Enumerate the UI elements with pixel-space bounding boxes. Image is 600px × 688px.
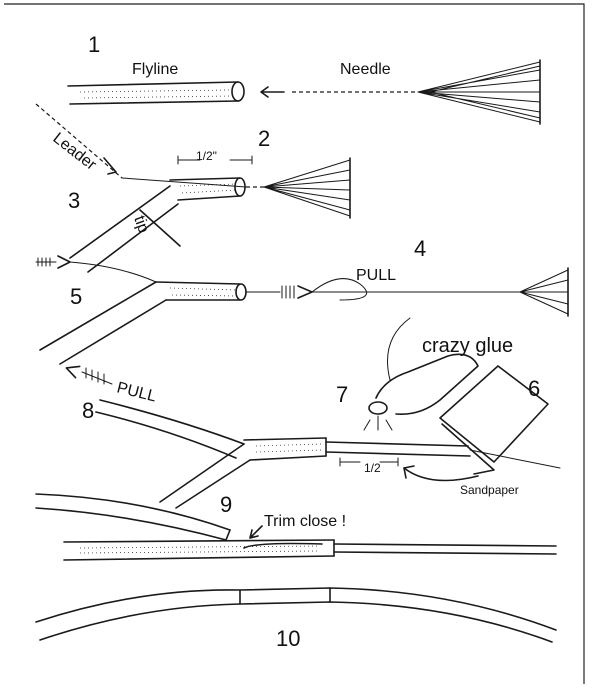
leader-arrow-icon-2	[57, 255, 71, 269]
leader-arrow-icon	[103, 157, 117, 175]
flyline-end-opening	[231, 81, 245, 102]
step-1-number: 1	[88, 32, 100, 57]
step-2-3-group	[35, 103, 351, 273]
needle-handle-fibers-2	[263, 159, 351, 217]
arrow-left-icon	[260, 86, 285, 98]
dimension-marker	[177, 155, 253, 165]
leader-line	[35, 103, 123, 179]
sanding-arrow-icon	[403, 467, 479, 482]
step-3-number: 3	[68, 188, 80, 213]
tip-label: tip	[130, 214, 152, 236]
half-inch-label-top: 1/2"	[196, 149, 217, 163]
flyline-bottom-edge	[69, 100, 239, 105]
step-9-group	[35, 493, 557, 561]
step-10-group	[35, 587, 557, 643]
trim-arrow-icon	[249, 525, 263, 539]
flyline-label: Flyline	[132, 61, 178, 78]
needle-handle-fibers-3	[519, 269, 569, 315]
glue-drops	[363, 415, 393, 431]
needle-label: Needle	[340, 61, 391, 78]
tip-pointer-line	[139, 209, 181, 247]
step-8-number: 8	[82, 398, 94, 423]
trimmed-leader-end	[243, 542, 323, 549]
glue-bottle-icon	[375, 353, 479, 416]
page-border	[4, 3, 585, 684]
step-4-number: 4	[414, 236, 426, 261]
finished-line-top	[35, 587, 557, 631]
step-9-number: 9	[220, 492, 232, 517]
step-2-number: 2	[258, 126, 270, 151]
flyline-top-edge	[67, 81, 239, 87]
half-inch-label-bottom: 1/2	[364, 461, 381, 475]
trim-close-label: Trim close !	[264, 513, 346, 530]
needle-handle-fibers	[417, 61, 541, 123]
tip-top-edge	[69, 185, 171, 259]
step-6-7-8-group	[65, 317, 561, 509]
pull-arrow-icon	[297, 285, 313, 299]
tip-bottom-edge	[87, 203, 179, 273]
step-6-number: 6	[528, 376, 540, 401]
splice-boundary	[239, 587, 331, 605]
crazy-glue-label: crazy glue	[422, 335, 513, 357]
sandpaper-label: Sandpaper	[460, 483, 519, 497]
pull-label-2: PULL	[115, 379, 158, 405]
step-4-5-group	[35, 255, 569, 365]
step-7-number: 7	[336, 382, 348, 407]
leader-loop	[311, 278, 368, 301]
step-10-number: 10	[276, 626, 300, 651]
step-1-group	[67, 59, 541, 125]
sandpaper-block-icon	[439, 365, 549, 463]
dimension-marker-2	[339, 457, 399, 467]
pull-back-arrow-icon	[65, 365, 81, 379]
step-5-number: 5	[70, 284, 82, 309]
pull-label-1: PULL	[356, 267, 396, 284]
